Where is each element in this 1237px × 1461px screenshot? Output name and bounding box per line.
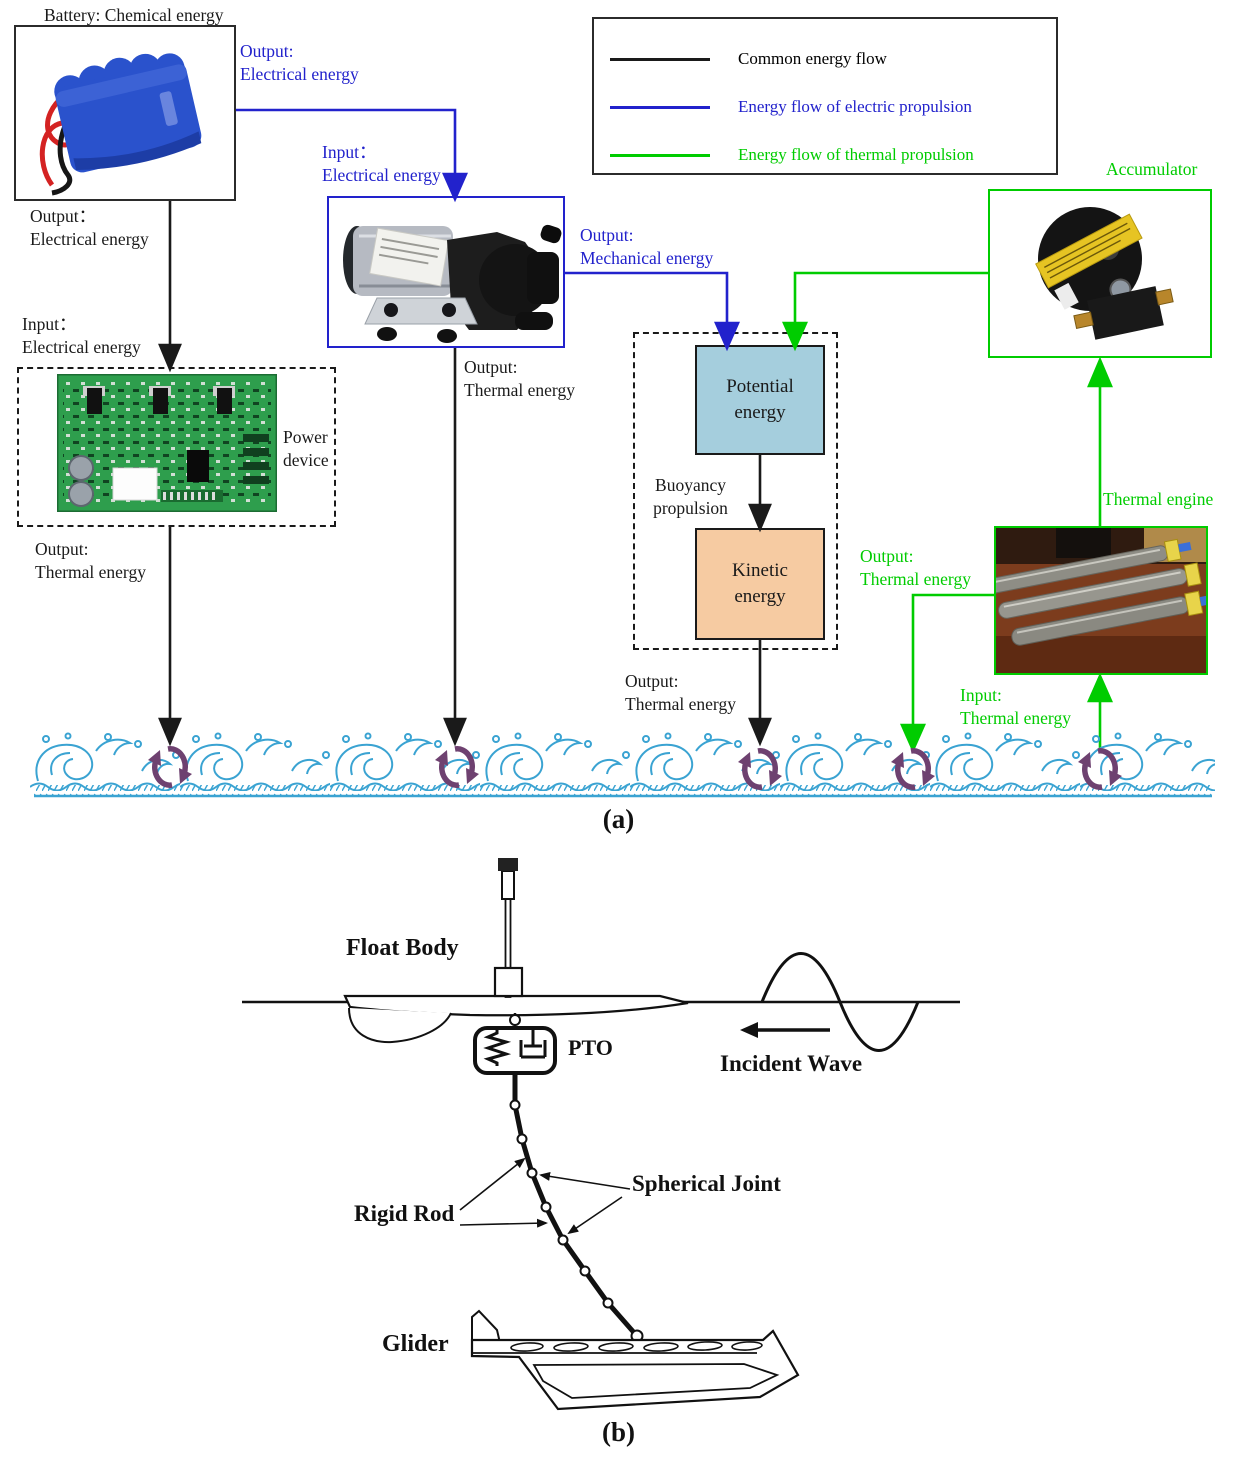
- pump-bracket: [364, 297, 478, 325]
- label-pump-out-thermal: Output: Thermal energy: [464, 357, 575, 400]
- label-battery-out-electrical-blue: Output: Electrical energy: [240, 41, 359, 84]
- label-power-out-thermal: Output: Thermal energy: [35, 539, 146, 582]
- panel-a-energy-flow: Potential energy Kinetic energy: [14, 5, 1215, 834]
- panel-a-tag: (a): [602, 804, 635, 834]
- label-engine-in-thermal: Input: Thermal energy: [960, 685, 1071, 728]
- accumulator-valve: [1073, 278, 1174, 340]
- pcb-photo: [57, 374, 277, 512]
- pto-box: [473, 1026, 557, 1075]
- legend-row-common: Common energy flow: [610, 49, 887, 69]
- label-float-body: Float Body: [346, 935, 459, 961]
- accumulator-photo: [1035, 207, 1174, 340]
- glider-inner-outline: [532, 1363, 780, 1399]
- label-rigid-rod: Rigid Rod: [354, 1201, 455, 1226]
- engine-tubes: [996, 538, 1206, 646]
- label-engine-out-thermal: Output: Thermal energy: [860, 546, 971, 589]
- label-kinetic-out-thermal: Output: Thermal energy: [625, 671, 736, 714]
- incident-wave-curve: [760, 952, 920, 1052]
- legend-row-electric: Energy flow of electric propulsion: [610, 97, 972, 117]
- legend-line-thermal: [610, 153, 710, 157]
- battery-photo-box: [14, 25, 236, 201]
- label-accumulator: Accumulator: [1106, 159, 1198, 179]
- legend-row-thermal: Energy flow of thermal propulsion: [610, 145, 974, 165]
- legend-label-common: Common energy flow: [738, 49, 887, 68]
- float-keel-bulb: [348, 1007, 452, 1044]
- pto-damper: [519, 1030, 547, 1059]
- thermal-engine-photo: [996, 528, 1206, 673]
- hinge-joint: [509, 1014, 521, 1026]
- label-buoyancy-propulsion: Buoyancy propulsion: [653, 475, 728, 518]
- pump-photo: [343, 224, 562, 343]
- label-power-device: Power device: [283, 427, 329, 470]
- legend-line-electric: [610, 105, 710, 109]
- mast-housing: [493, 966, 524, 998]
- panel-b-glider-schematic: Float Body PTO Incident Wave Rigid Rod S…: [0, 845, 1237, 1461]
- legend-label-electric: Energy flow of electric propulsion: [738, 97, 972, 116]
- potential-energy-box: Potential energy: [695, 345, 825, 455]
- panel-b-tag: (b): [602, 1417, 635, 1447]
- label-pump-in-electrical: Input： Electrical energy: [322, 142, 441, 185]
- pto-spring: [483, 1030, 512, 1066]
- pump-photo-box: [327, 196, 565, 348]
- glider-wing-slots: [510, 1341, 763, 1352]
- pcb-photo-box: [57, 374, 277, 512]
- label-pump-out-mechanical: Output: Mechanical energy: [580, 225, 714, 268]
- kinetic-energy-box: Kinetic energy: [695, 528, 825, 640]
- label-incident-wave: Incident Wave: [720, 1051, 863, 1076]
- glider-tail-fin: [471, 1309, 502, 1344]
- label-battery-out-electrical-black: Output： Electrical energy: [30, 206, 149, 249]
- battery-title: Battery: Chemical energy: [44, 5, 224, 25]
- battery-body: [54, 53, 202, 173]
- ocean-wave-band: [30, 731, 1215, 798]
- thermal-engine-photo-box: [994, 526, 1208, 675]
- accumulator-photo-box: [988, 189, 1212, 358]
- label-power-in-electrical: Input： Electrical energy: [22, 314, 141, 357]
- label-glider: Glider: [382, 1331, 449, 1357]
- legend-box: Common energy flow Energy flow of electr…: [592, 17, 1058, 175]
- label-pto: PTO: [568, 1035, 613, 1060]
- mast-cap: [498, 858, 518, 871]
- label-thermal-engine: Thermal engine: [1103, 489, 1214, 509]
- legend-line-common: [610, 57, 710, 61]
- spherical-joints: [509, 1099, 644, 1343]
- annotation-arrows: [459, 1157, 631, 1235]
- legend-label-thermal: Energy flow of thermal propulsion: [738, 145, 974, 164]
- glider-schematic-drawing: [242, 858, 960, 1411]
- battery-photo: [39, 53, 202, 196]
- label-spherical-joint: Spherical Joint: [632, 1171, 781, 1196]
- rigid-rod-chain: [512, 1073, 639, 1338]
